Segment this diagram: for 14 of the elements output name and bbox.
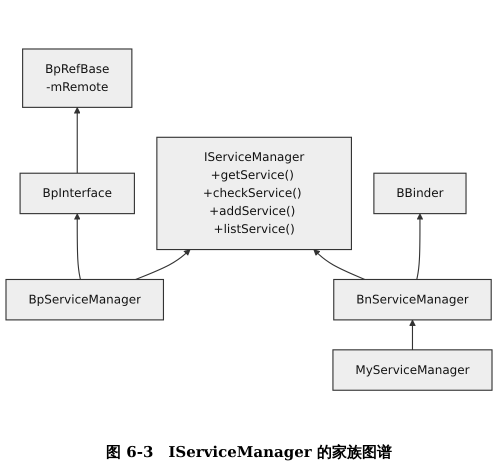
arrow xyxy=(74,106,81,174)
node-box: BpRefBase -mRemote xyxy=(22,48,132,108)
node-box: IServiceManager +getService() +checkService() +addService() +listService() xyxy=(156,136,352,250)
node-box: MyServiceManager xyxy=(332,349,493,391)
node-box: BpInterface xyxy=(20,172,135,214)
node-box: BBinder xyxy=(373,172,467,214)
figure-caption: 图 6-3 IServiceManager 的家族图谱 xyxy=(106,443,392,462)
node-box: BpServiceManager xyxy=(5,278,164,320)
node-box: BnServiceManager xyxy=(333,278,492,320)
arrow xyxy=(313,249,366,280)
arrow xyxy=(135,249,191,280)
arrow xyxy=(74,213,81,280)
arrow xyxy=(409,319,416,350)
arrow xyxy=(416,213,424,280)
